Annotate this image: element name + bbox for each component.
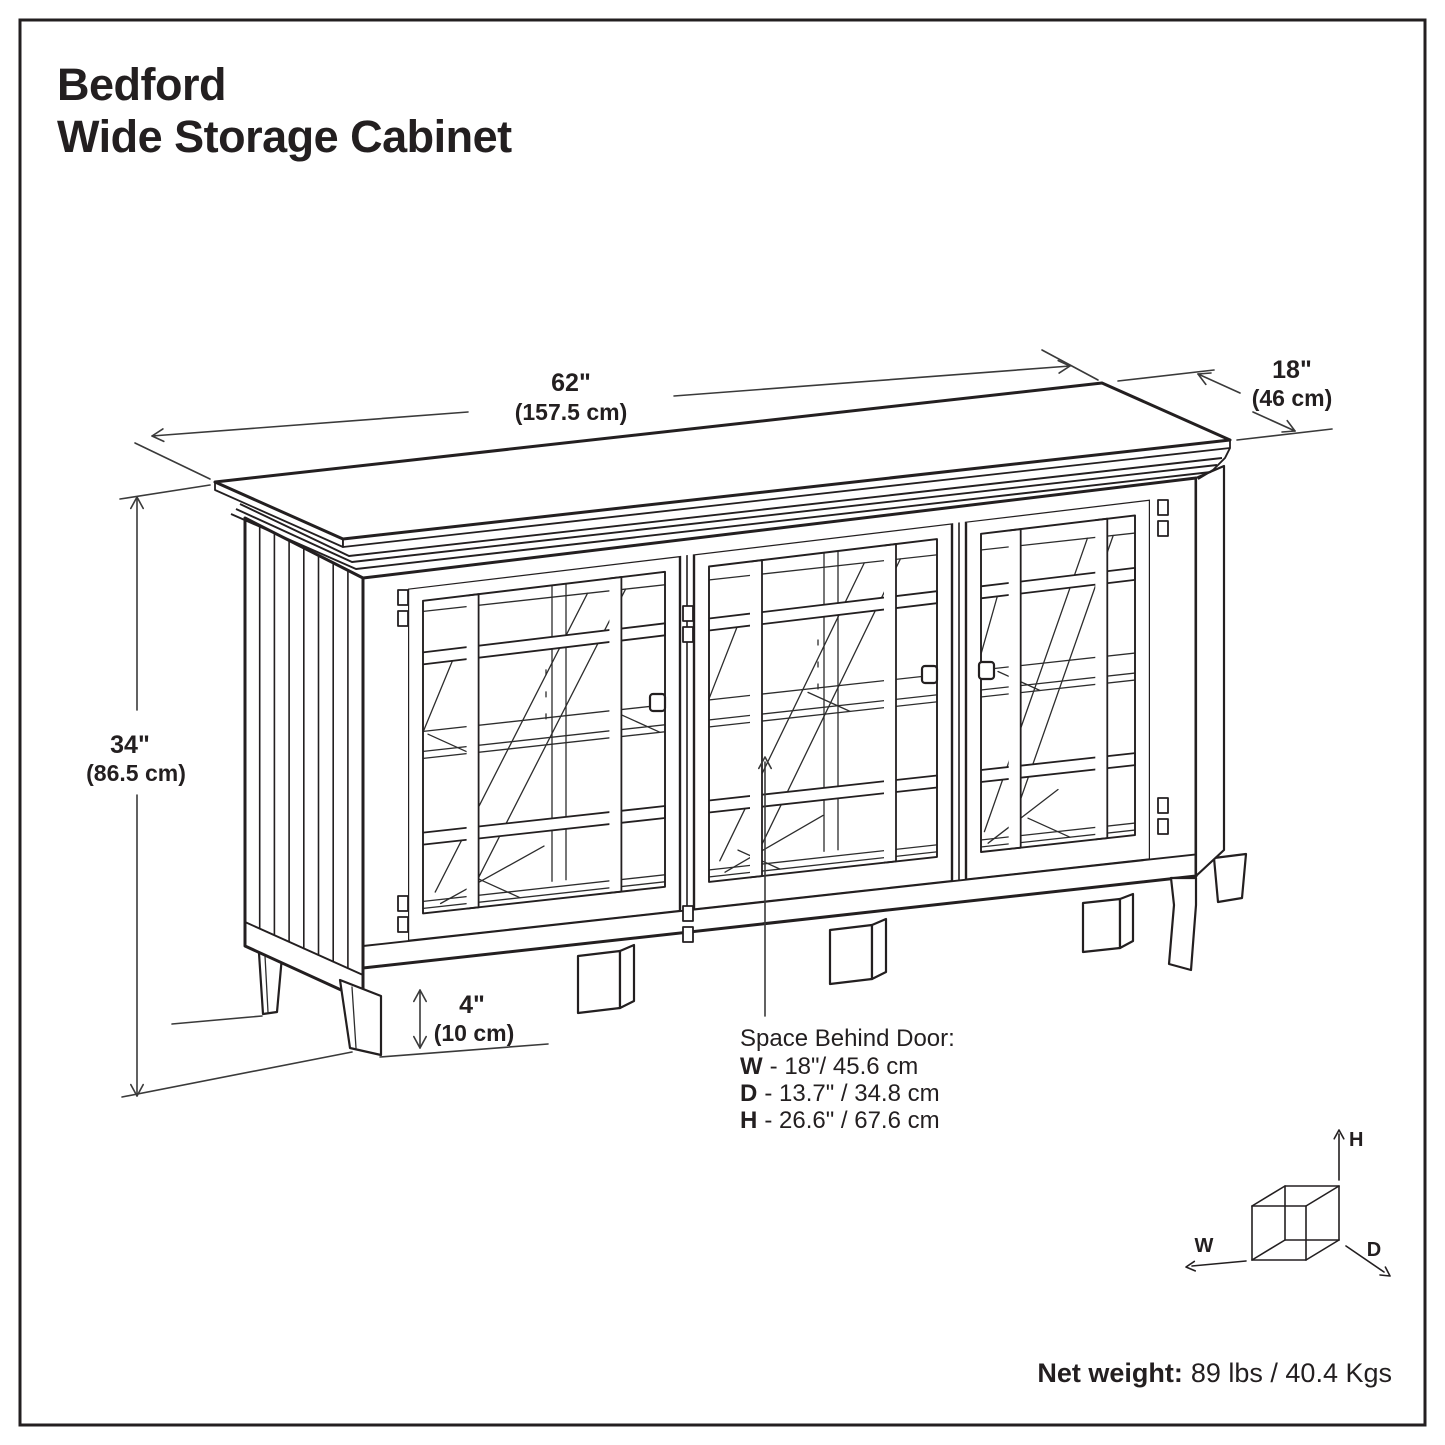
space-behind-door-depth: D- 13.7" / 34.8 cm (740, 1080, 940, 1107)
space-behind-door-height: H- 26.6" / 67.6 cm (740, 1107, 940, 1134)
page-border (18, 18, 1427, 1427)
cube-axis-h-label: H (1349, 1129, 1363, 1151)
width-dimension-value: 62" (551, 369, 591, 397)
cube-axis-w-label: W (1195, 1235, 1214, 1257)
product-title-line1: Bedford (57, 59, 226, 110)
space-behind-door-title: Space Behind Door: (740, 1025, 955, 1052)
dimension-annotations (119, 349, 1333, 1098)
cabinet-line-drawing (213, 381, 1248, 1057)
height-dimension-metric: (86.5 cm) (86, 760, 186, 786)
net-weight: Net weight:89 lbs / 40.4 Kgs (1037, 1358, 1392, 1388)
clearance-dimension-metric: (10 cm) (434, 1020, 515, 1046)
depth-dimension-value: 18" (1272, 356, 1312, 384)
clearance-dimension-value: 4" (459, 991, 485, 1019)
orientation-cube-icon (1185, 1129, 1391, 1277)
cube-axis-d-label: D (1367, 1239, 1381, 1261)
depth-dimension-metric: (46 cm) (1252, 385, 1333, 411)
height-dimension-value: 34" (110, 731, 150, 759)
product-title-line2: Wide Storage Cabinet (57, 111, 512, 162)
space-behind-door-width: W- 18"/ 45.6 cm (740, 1053, 918, 1080)
width-dimension-metric: (157.5 cm) (515, 399, 628, 425)
